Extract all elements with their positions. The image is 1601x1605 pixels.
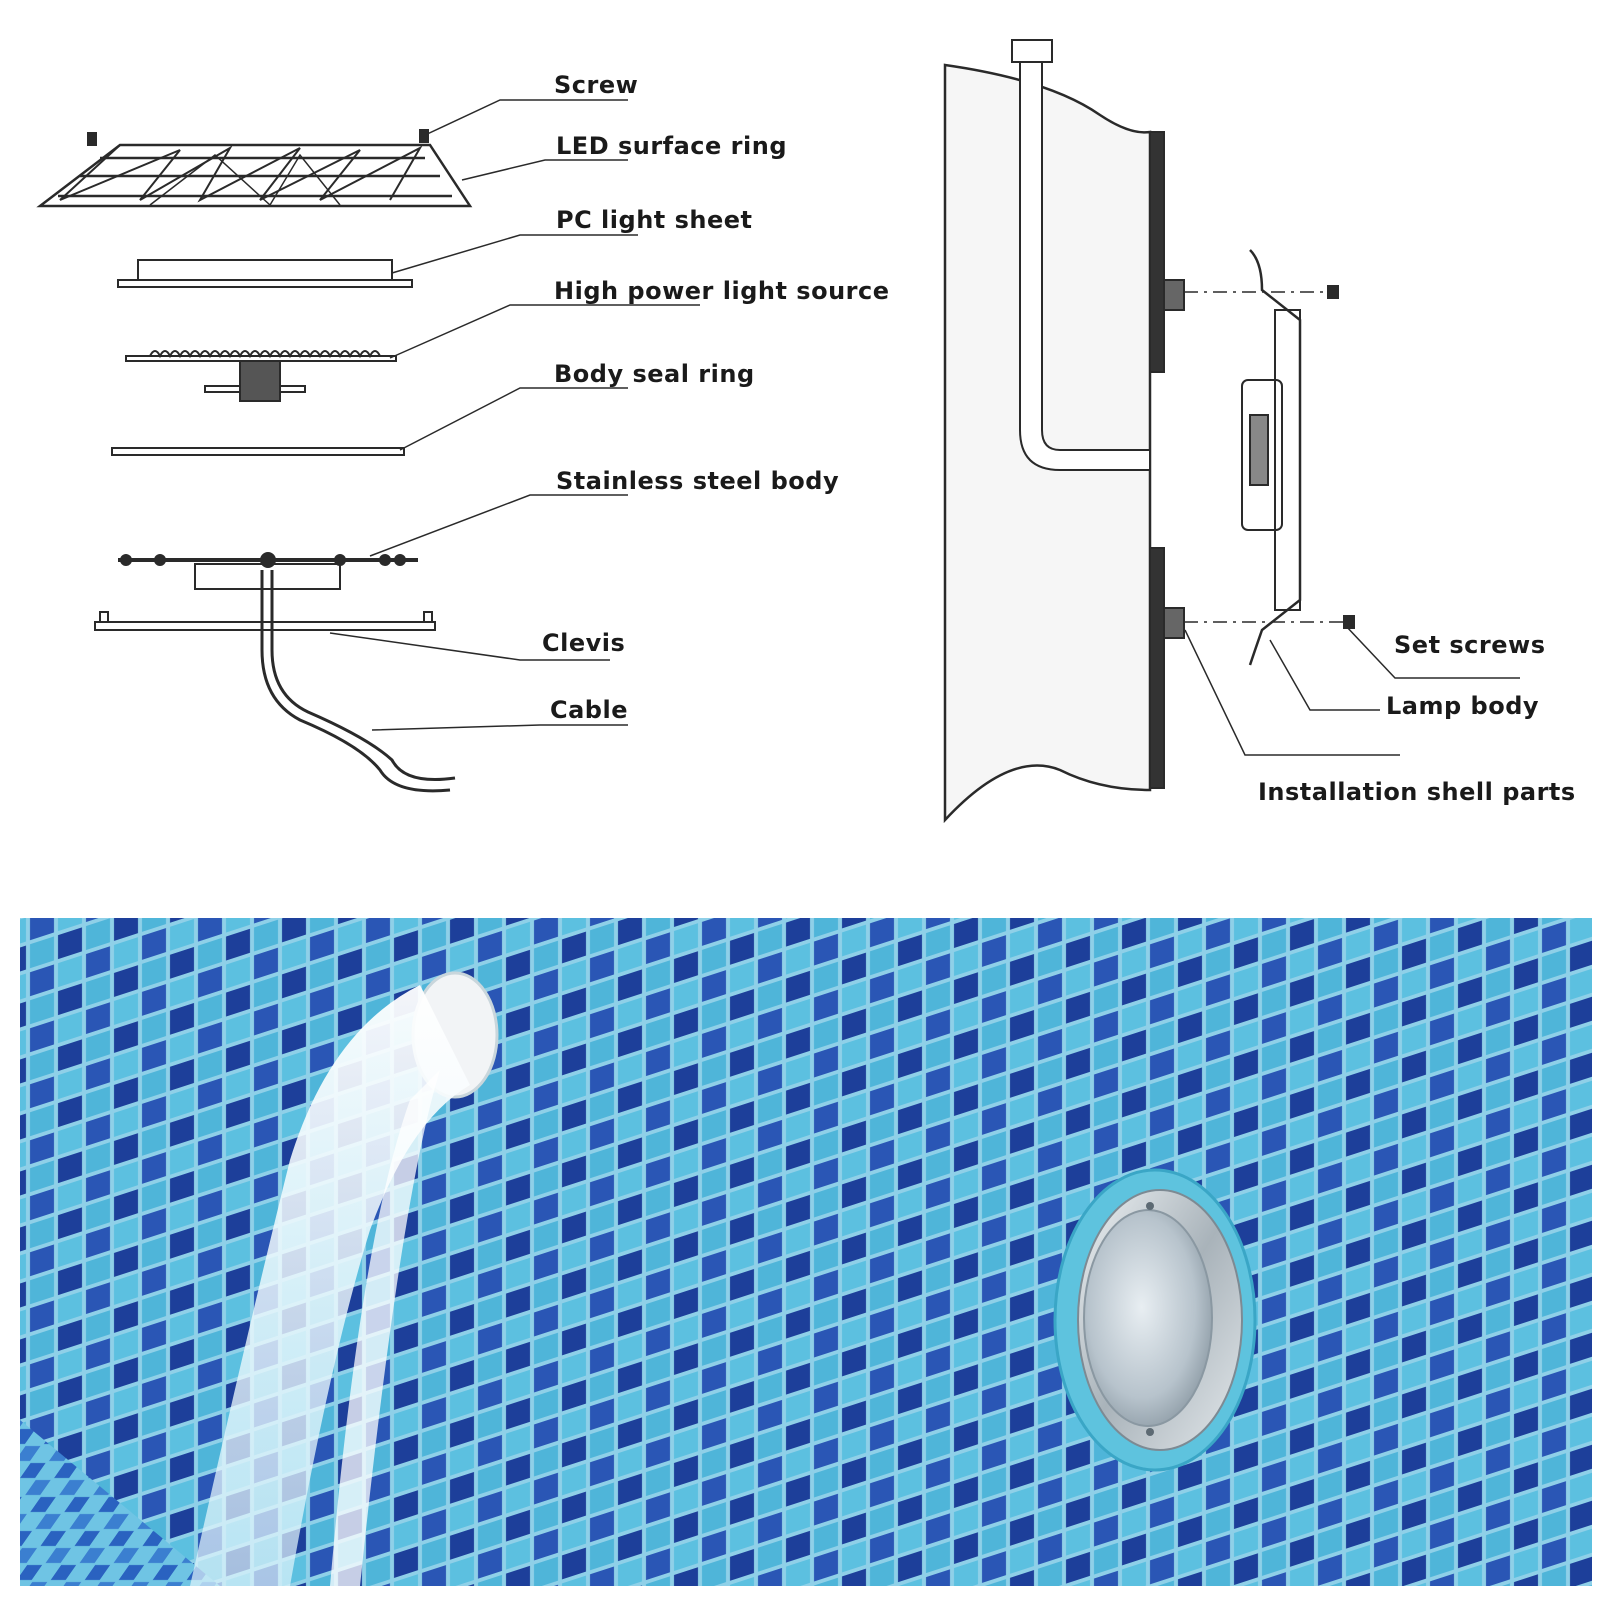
- cable-part: [260, 570, 451, 793]
- set-screw-bottom-icon: [1343, 615, 1355, 629]
- lamp-body-part: [1241, 249, 1302, 666]
- stainless-steel-body-part: [118, 552, 418, 590]
- label-high-power-light-source: High power light source: [554, 277, 890, 305]
- label-stainless-steel-body: Stainless steel body: [556, 467, 839, 495]
- pool-floor: [20, 1420, 220, 1586]
- pool-photo: [20, 918, 1592, 1586]
- body-seal-ring-part: [111, 447, 405, 456]
- label-lamp-body: Lamp body: [1386, 692, 1539, 720]
- clevis-part: [94, 611, 436, 631]
- installation-shell-icon: [1149, 131, 1165, 373]
- pc-light-sheet-part: [117, 259, 413, 288]
- screw-left-icon: [87, 132, 97, 146]
- label-screw: Screw: [554, 71, 638, 99]
- pool-light-fixture: [1053, 1168, 1257, 1472]
- label-led-surface-ring: LED surface ring: [556, 132, 787, 160]
- label-body-seal-ring: Body seal ring: [554, 360, 755, 388]
- led-surface-ring-part: [36, 143, 473, 208]
- label-pc-light-sheet: PC light sheet: [556, 206, 753, 234]
- label-clevis: Clevis: [542, 629, 625, 657]
- label-installation-shell-parts: Installation shell parts: [1258, 778, 1576, 806]
- set-screw-top-icon: [1327, 285, 1339, 299]
- installation-view: [943, 39, 1520, 824]
- high-power-light-source-part: [125, 350, 397, 402]
- wall-section: [943, 63, 1152, 824]
- label-set-screws: Set screws: [1394, 631, 1545, 659]
- exploded-view: [36, 99, 700, 793]
- conduit-pipe: [1019, 59, 1151, 471]
- label-cable: Cable: [550, 696, 628, 724]
